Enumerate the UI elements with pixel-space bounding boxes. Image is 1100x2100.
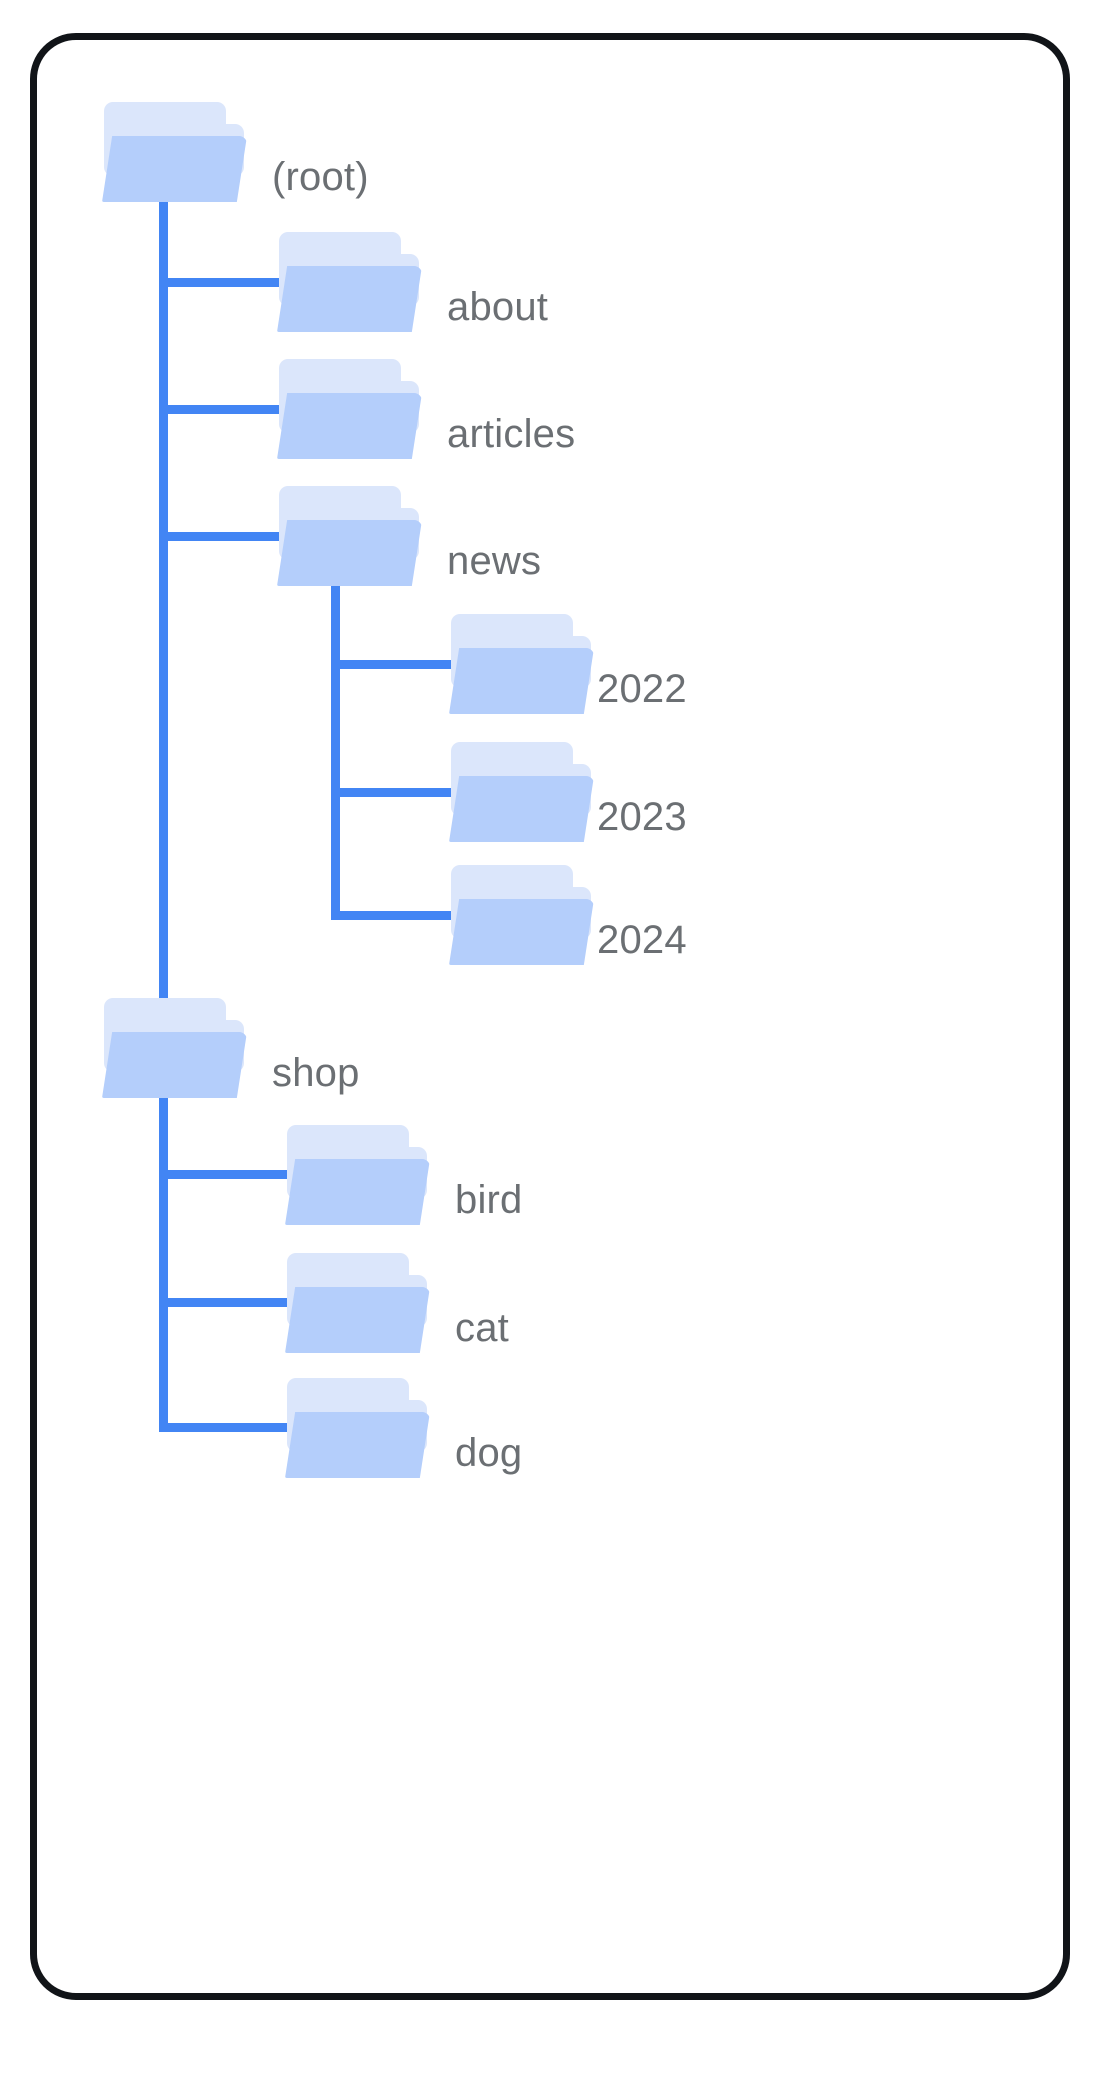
- folder-front-flap: [277, 266, 422, 332]
- tree-node-label: about: [447, 285, 549, 329]
- folder-icon: [285, 1125, 430, 1225]
- folder-front-flap: [449, 899, 594, 965]
- folder-icon: [449, 865, 594, 965]
- folder-icon: [277, 232, 422, 332]
- folder-icon: [277, 359, 422, 459]
- connector-root-articles: [159, 405, 285, 414]
- tree-node-label: bird: [455, 1178, 523, 1222]
- folder-front-flap: [285, 1412, 430, 1478]
- folder-icon: [285, 1378, 430, 1478]
- folder-front-flap: [277, 393, 422, 459]
- folder-icon: [102, 998, 247, 1098]
- diagram-card: (root) about articles: [30, 33, 1070, 2000]
- folder-icon: [102, 102, 247, 202]
- folder-front-flap: [285, 1159, 430, 1225]
- tree-node-label: articles: [447, 412, 576, 456]
- tree-node-label: 2022: [597, 667, 687, 711]
- folder-front-flap: [449, 648, 594, 714]
- tree-node-label: news: [447, 539, 542, 583]
- connector-shop-dog: [159, 1423, 293, 1432]
- tree-node-label: cat: [455, 1306, 509, 1350]
- tree-node-label: 2024: [597, 918, 687, 962]
- folder-icon: [449, 742, 594, 842]
- connector-root-about: [159, 278, 285, 287]
- connector-root-news: [159, 532, 285, 541]
- connector-news-2023: [331, 788, 457, 797]
- folder-front-flap: [449, 776, 594, 842]
- folder-front-flap: [285, 1287, 430, 1353]
- tree-node-label: 2023: [597, 795, 687, 839]
- folder-icon: [285, 1253, 430, 1353]
- connector-shop-trunk: [159, 1050, 168, 1432]
- folder-front-flap: [102, 1032, 247, 1098]
- connector-news-2024: [331, 911, 457, 920]
- folder-icon: [277, 486, 422, 586]
- folder-front-flap: [102, 136, 247, 202]
- connector-root-trunk: [159, 155, 168, 1045]
- connector-shop-cat: [159, 1298, 293, 1307]
- folder-tree: (root) about articles: [37, 40, 1063, 1993]
- tree-node-label: dog: [455, 1431, 523, 1475]
- tree-node-label: (root): [272, 155, 369, 199]
- connector-news-2022: [331, 660, 457, 669]
- connector-shop-bird: [159, 1170, 293, 1179]
- folder-front-flap: [277, 520, 422, 586]
- tree-node-label: shop: [272, 1051, 360, 1095]
- connector-news-trunk: [331, 570, 340, 920]
- folder-icon: [449, 614, 594, 714]
